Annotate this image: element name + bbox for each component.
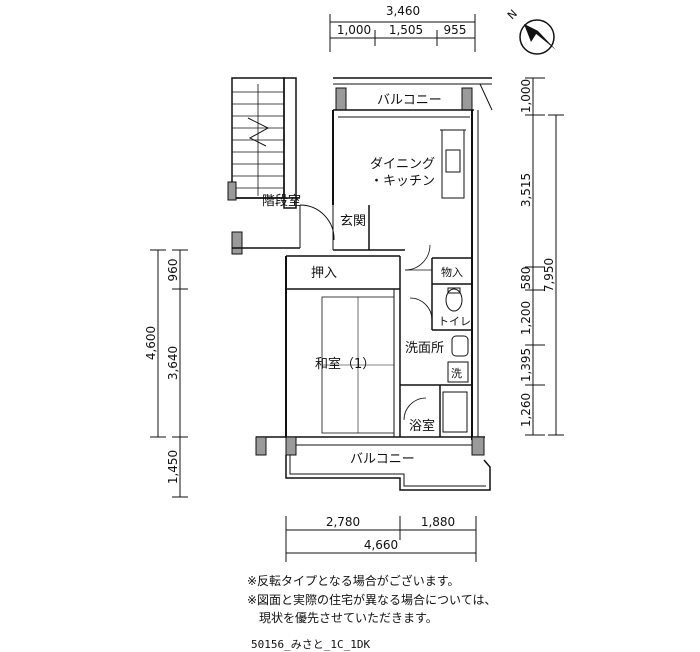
dim-top-part-3: 955 [444, 23, 467, 37]
label-dining-line2: ・キッチン [370, 174, 435, 189]
label-washer: 洗 [451, 367, 462, 380]
dim-right-part-3: 580 [519, 267, 533, 290]
dim-right-part-5: 1,395 [519, 348, 533, 382]
label-oshiire: 押入 [311, 266, 337, 281]
dim-left-total: 4,600 [144, 326, 158, 360]
dim-top-total: 3,460 [386, 4, 420, 18]
label-toilet: トイレ [438, 315, 471, 328]
balcony-bottom [255, 436, 491, 491]
compass-north-label: N [505, 7, 520, 22]
label-entrance: 玄関 [340, 214, 366, 229]
right-dimension [525, 77, 564, 436]
note-line-1: ※反転タイプとなる場合がございます。 [247, 574, 460, 588]
dim-right-total: 7,950 [542, 258, 556, 292]
dim-left-part-2: 3,640 [166, 346, 180, 380]
unit-walls [285, 110, 479, 440]
label-washroom: 洗面所 [405, 341, 444, 356]
dim-bottom-part-1: 2,780 [326, 515, 360, 529]
dim-right-part-1: 1,000 [519, 79, 533, 113]
balcony-top [333, 77, 493, 118]
bottom-dimension [285, 516, 477, 562]
dim-right-part-4: 1,200 [519, 301, 533, 335]
label-stairwell: 階段室 [262, 193, 301, 209]
compass-icon [519, 19, 556, 55]
label-japanese-room: 和室（1） [315, 356, 375, 372]
label-balcony-top: バルコニー [377, 93, 442, 108]
label-storage: 物入 [441, 265, 463, 279]
plan-code: 50156_みさと_1C_1DK [251, 638, 371, 651]
stairwell [227, 77, 335, 255]
label-bathroom: 浴室 [409, 418, 435, 434]
dim-top-part-2: 1,505 [389, 23, 423, 37]
dim-bottom-part-2: 1,880 [421, 515, 455, 529]
dim-left-bottom: 1,450 [166, 450, 180, 484]
note-line-3: 現状を優先させていただきます。 [247, 611, 438, 625]
top-dimension [329, 14, 476, 52]
dim-bottom-total: 4,660 [364, 538, 398, 552]
note-line-2: ※図面と実際の住宅が異なる場合については、 [247, 593, 497, 607]
label-dining-line1: ダイニング [370, 157, 435, 172]
dim-left-part-1: 960 [166, 259, 180, 282]
dim-top-part-1: 1,000 [337, 23, 371, 37]
left-dimension [150, 249, 188, 498]
dim-right-part-2: 3,515 [519, 173, 533, 207]
label-balcony-bottom: バルコニー [350, 452, 415, 467]
dim-right-part-6: 1,260 [519, 393, 533, 427]
